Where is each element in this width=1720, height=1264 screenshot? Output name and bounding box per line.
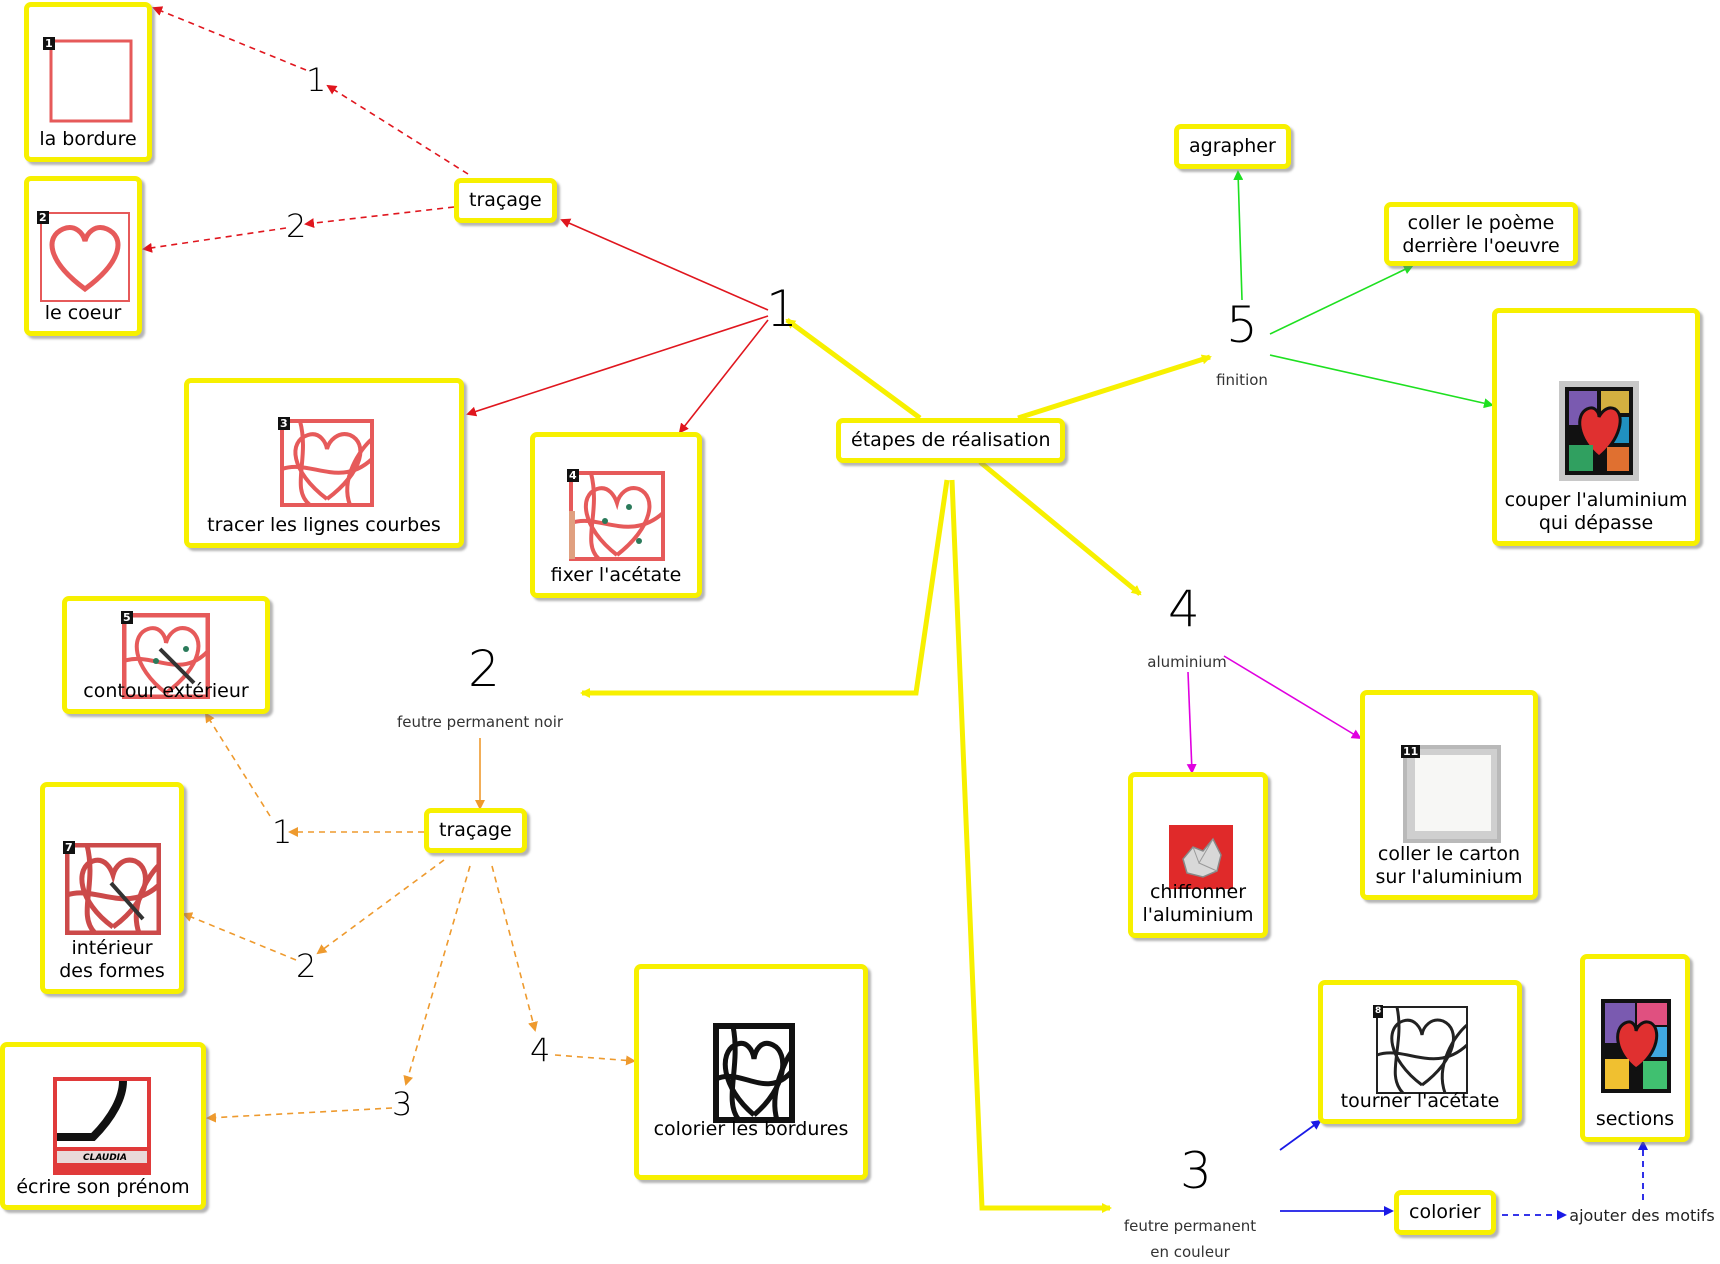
acetate-image — [569, 471, 665, 561]
poeme-line2: derrière l'oeuvre — [1402, 235, 1560, 257]
arrow-to-step4 — [978, 460, 1142, 596]
interieur-label: intérieur des formes — [45, 937, 179, 983]
step2-number: 2 — [468, 640, 500, 698]
poeme-line1: coller le poème — [1407, 212, 1555, 234]
node-interieur-formes[interactable]: 7 intérieur des formes — [40, 782, 184, 994]
motifs-text: ajouter des motifs — [1569, 1206, 1715, 1225]
chiffonner-image — [1169, 825, 1233, 889]
node-coller-carton[interactable]: 11 coller le carton sur l'aluminium — [1360, 690, 1538, 900]
node-couper-aluminium[interactable]: couper l'aluminium qui dépasse — [1492, 308, 1700, 546]
arrow-to-step2 — [580, 479, 950, 698]
chiffonner-line2: l'aluminium — [1142, 904, 1254, 926]
couper-image — [1559, 381, 1639, 481]
step3-number: 3 — [1180, 1142, 1212, 1200]
step2-caption: feutre permanent noir — [396, 713, 564, 731]
node-le-coeur[interactable]: 2 le coeur — [24, 176, 142, 336]
contour-image — [122, 613, 210, 699]
node-fixer-acetate[interactable]: 4 fixer l'acétate — [530, 432, 702, 598]
step4-number: 4 — [1168, 580, 1200, 638]
carton-line2: sur l'aluminium — [1375, 866, 1523, 888]
interieur-line2: des formes — [59, 960, 165, 982]
agrapher-label: agrapher — [1189, 135, 1276, 157]
step2-tracage-label: traçage — [439, 819, 512, 841]
bordure-image — [49, 39, 133, 123]
step4-caption: aluminium — [1147, 653, 1227, 671]
sections-label: sections — [1595, 1108, 1675, 1130]
couper-label: couper l'aluminium qui dépasse — [1497, 489, 1695, 535]
carton-badge: 11 — [1401, 745, 1421, 758]
step3-caption1: feutre permanent — [1123, 1217, 1257, 1235]
carton-line1: coller le carton — [1377, 843, 1521, 865]
step1-sub1: 1 — [306, 61, 327, 99]
bordure-badge: 1 — [43, 37, 55, 50]
chiffonner-label: chiffonner l'aluminium — [1133, 881, 1263, 927]
arrow-to-step1 — [785, 317, 922, 421]
bordure-label: la bordure — [39, 128, 137, 150]
node-coller-poeme[interactable]: coller le poème derrière l'oeuvre — [1384, 202, 1578, 266]
center-label: étapes de réalisation — [851, 429, 1051, 451]
tourner-label: tourner l'acétate — [1340, 1090, 1500, 1112]
step1-sub2: 2 — [286, 207, 307, 245]
sections-image — [1601, 999, 1671, 1093]
step2-tracage-node[interactable]: traçage — [424, 808, 527, 853]
prenom-label: écrire son prénom — [16, 1176, 190, 1198]
tourner-image — [1376, 1006, 1469, 1095]
step5-number: 5 — [1226, 296, 1258, 354]
colorier-label: colorier — [1409, 1201, 1481, 1223]
contour-badge: 5 — [121, 611, 133, 624]
coeur-label: le coeur — [44, 302, 122, 324]
node-sections[interactable]: sections — [1580, 954, 1690, 1142]
step2-sub4: 4 — [530, 1031, 551, 1069]
step2-sub2: 2 — [296, 947, 317, 985]
arrow-to-step3 — [949, 479, 1112, 1213]
step2-sub3: 3 — [392, 1085, 413, 1123]
carton-label: coller le carton sur l'aluminium — [1365, 843, 1533, 889]
step5-caption: finition — [1216, 371, 1268, 389]
node-contour-exterieur[interactable]: 5 contour extérieur — [62, 596, 270, 714]
node-lignes-courbes[interactable]: 3 tracer les lignes courbes — [184, 378, 464, 548]
interieur-badge: 7 — [63, 841, 75, 854]
bordures-label: colorier les bordures — [653, 1118, 849, 1140]
tourner-badge: 8 — [1373, 1005, 1384, 1018]
arrow-to-step5 — [1017, 354, 1212, 421]
acetate-label: fixer l'acétate — [550, 564, 682, 586]
step3-caption2: en couleur — [1150, 1243, 1230, 1261]
lignes-label: tracer les lignes courbes — [207, 514, 441, 536]
node-tourner-acetate[interactable]: 8 tourner l'acétate — [1318, 980, 1522, 1124]
contour-label: contour extérieur — [83, 680, 249, 702]
acetate-badge: 4 — [567, 469, 579, 482]
step1-number: 1 — [766, 280, 798, 338]
node-chiffonner[interactable]: chiffonner l'aluminium — [1128, 772, 1268, 938]
node-agrapher[interactable]: agrapher — [1174, 124, 1291, 169]
lignes-badge: 3 — [278, 417, 290, 430]
interieur-line1: intérieur — [71, 937, 153, 959]
couper-line2: qui dépasse — [1538, 512, 1654, 534]
prenom-name: CLAUDIA — [83, 1153, 127, 1163]
coeur-badge: 2 — [37, 211, 49, 224]
prenom-image — [53, 1077, 151, 1175]
node-ecrire-prenom[interactable]: CLAUDIA écrire son prénom — [0, 1042, 206, 1210]
node-la-bordure[interactable]: 1 la bordure — [24, 2, 152, 162]
center-node[interactable]: étapes de réalisation — [836, 418, 1066, 463]
bordures-image — [713, 1023, 795, 1123]
step1-tracage-node[interactable]: traçage — [454, 178, 557, 223]
interieur-image — [65, 843, 161, 935]
step1-tracage-label: traçage — [469, 189, 542, 211]
node-colorier-bordures[interactable]: colorier les bordures — [634, 964, 868, 1180]
couper-line1: couper l'aluminium — [1504, 489, 1688, 511]
step2-sub1: 1 — [272, 813, 293, 851]
chiffonner-line1: chiffonner — [1149, 881, 1247, 903]
lignes-image — [280, 419, 374, 507]
coeur-image — [40, 212, 130, 302]
node-colorier[interactable]: colorier — [1394, 1190, 1496, 1235]
carton-image — [1403, 745, 1501, 843]
